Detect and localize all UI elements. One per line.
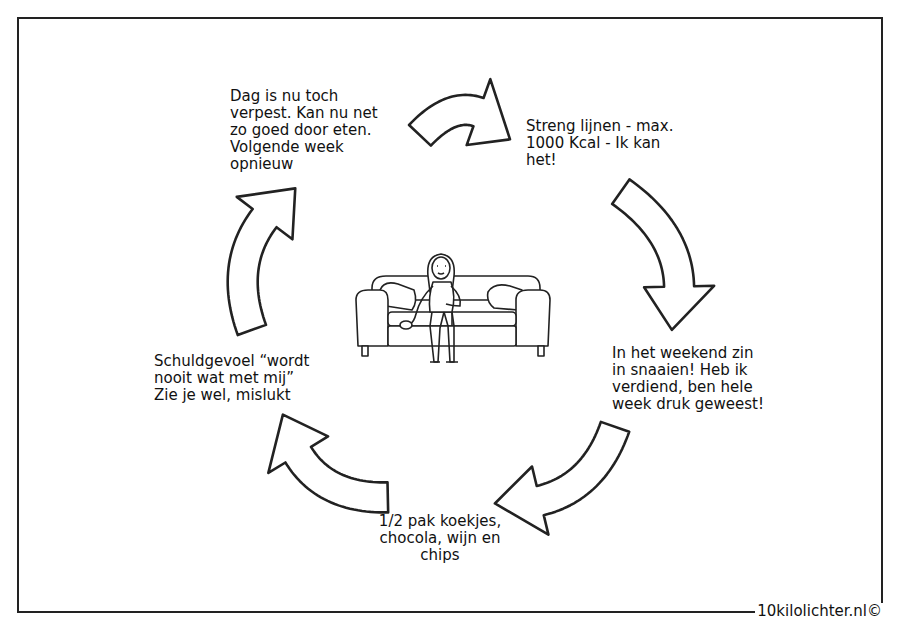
- cycle-arrow: [228, 188, 296, 335]
- stage-text-box: Schuldgevoel “wordt nooit wat met mij” Z…: [152, 351, 322, 406]
- stage-text-box: Streng lijnen - max. 1000 Kcal - Ik kan …: [524, 116, 682, 171]
- stage-text: Dag is nu toch verpest. Kan nu net zo go…: [230, 88, 396, 173]
- stage-text-box: In het weekend zin in snaaien! Heb ik ve…: [610, 343, 770, 415]
- cycle-arrow: [612, 179, 714, 329]
- cycle-arrow: [409, 79, 510, 145]
- cycle-arrow: [268, 415, 388, 513]
- stage-text-box: 1/2 pak koekjes, chocola, wijn en chips: [374, 511, 506, 566]
- stage-text-box: Dag is nu toch verpest. Kan nu net zo go…: [228, 86, 398, 175]
- cycle-arrow: [495, 422, 629, 535]
- sofa-illustration: [356, 254, 550, 362]
- stage-text: Schuldgevoel “wordt nooit wat met mij” Z…: [154, 353, 320, 404]
- frame-border: [18, 18, 882, 612]
- stage-text: Streng lijnen - max. 1000 Kcal - Ik kan …: [526, 118, 680, 169]
- stage-text: 1/2 pak koekjes, chocola, wijn en chips: [376, 513, 504, 564]
- stage-text: In het weekend zin in snaaien! Heb ik ve…: [612, 345, 768, 413]
- watermark: 10kilolichter.nl©: [755, 603, 884, 620]
